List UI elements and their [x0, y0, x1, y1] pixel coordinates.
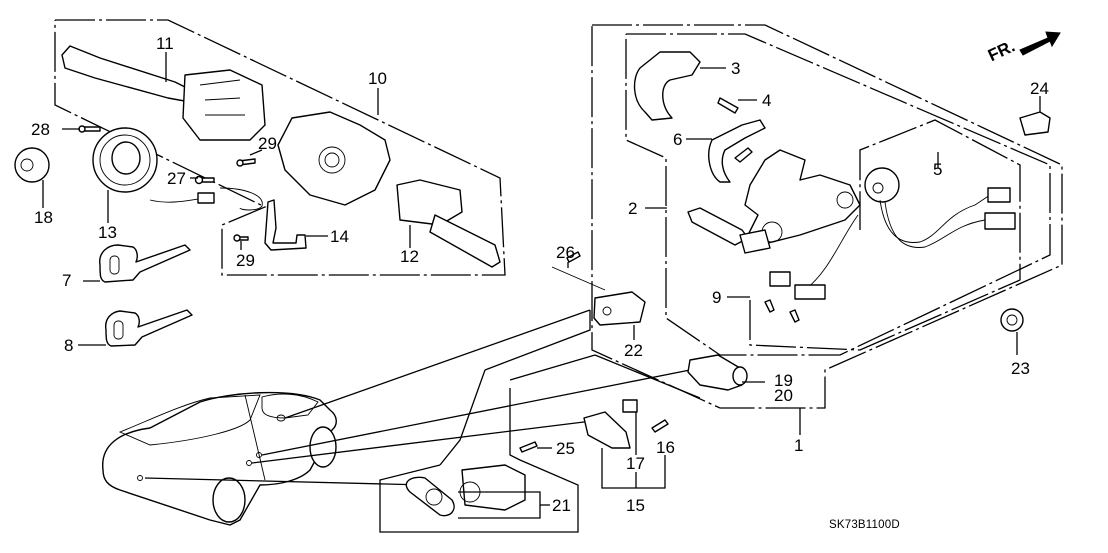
- callout-27[interactable]: 27: [167, 169, 186, 188]
- part-7-key: [99, 244, 191, 283]
- part-5-ignition-switch: [734, 147, 1016, 300]
- callout-7[interactable]: 7: [62, 271, 72, 290]
- part-10-switch-body: [277, 111, 391, 206]
- part-21-trunk-lock: [405, 464, 526, 517]
- group-outline-combination-switch: [54, 19, 506, 276]
- diagram-code: SK73B1100D: [829, 519, 900, 531]
- callout-29-lower[interactable]: 29: [236, 251, 255, 270]
- callout-12[interactable]: 12: [400, 247, 419, 266]
- callout-26[interactable]: 26: [556, 243, 575, 262]
- callout-11[interactable]: 11: [156, 34, 174, 53]
- callout-14[interactable]: 14: [330, 227, 349, 246]
- callout-17[interactable]: 17: [626, 454, 645, 473]
- arrow-right-icon: [1019, 31, 1061, 56]
- callout-8[interactable]: 8: [64, 336, 74, 355]
- callout-3[interactable]: 3: [731, 59, 741, 78]
- callout-29-upper[interactable]: 29: [258, 134, 277, 153]
- part-13-cable-reel: [92, 127, 263, 211]
- part-26-screw: [551, 251, 606, 291]
- part-3-cover: [633, 51, 701, 121]
- callout-28[interactable]: 28: [31, 120, 50, 139]
- part-25-screw: [519, 441, 538, 453]
- car-silhouette: [102, 309, 701, 526]
- callout-22[interactable]: 22: [624, 341, 643, 360]
- part-24-clip: [1019, 111, 1051, 136]
- callout-21[interactable]: 21: [552, 496, 571, 515]
- callout-16[interactable]: 16: [656, 438, 675, 457]
- callout-10[interactable]: 10: [368, 69, 387, 88]
- callout-4[interactable]: 4: [762, 91, 772, 110]
- callout-24[interactable]: 24: [1030, 79, 1049, 98]
- callout-15[interactable]: 15: [626, 496, 645, 515]
- part-9-bolts: [764, 299, 800, 323]
- part-6-clamp: [708, 119, 766, 183]
- part-23-grommet: [1000, 308, 1024, 332]
- callout-1[interactable]: 1: [794, 436, 804, 455]
- callout-2[interactable]: 2: [628, 199, 638, 218]
- screws-combination: [78, 125, 256, 242]
- part-16-bolt: [651, 419, 669, 433]
- callout-23[interactable]: 23: [1011, 359, 1030, 378]
- group-outline-steering-lock: [591, 24, 1063, 409]
- callout-20[interactable]: 20: [774, 386, 793, 405]
- part-22-switch: [593, 291, 646, 326]
- part-2-steering-lock: [687, 149, 861, 254]
- part-12-light-lever: [396, 179, 501, 268]
- callout-25[interactable]: 25: [556, 439, 575, 458]
- part-17-clip: [622, 399, 638, 413]
- part-18-collar: [14, 147, 50, 183]
- part-15-latch: [583, 411, 631, 449]
- part-14-bracket: [264, 199, 307, 251]
- callout-9[interactable]: 9: [712, 288, 722, 307]
- callout-18[interactable]: 18: [34, 208, 53, 227]
- part-4-bolt: [717, 97, 739, 114]
- callout-13[interactable]: 13: [98, 223, 117, 242]
- callout-6[interactable]: 6: [673, 130, 683, 149]
- part-8-key: [105, 309, 193, 347]
- group-outline-door-lock: [379, 310, 701, 533]
- part-19-cylinder: [687, 354, 748, 391]
- leader-lines: [42, 52, 1041, 519]
- part-11-wiper-lever: [61, 45, 266, 141]
- callout-19[interactable]: 19: [774, 371, 793, 390]
- callout-5[interactable]: 5: [933, 160, 943, 179]
